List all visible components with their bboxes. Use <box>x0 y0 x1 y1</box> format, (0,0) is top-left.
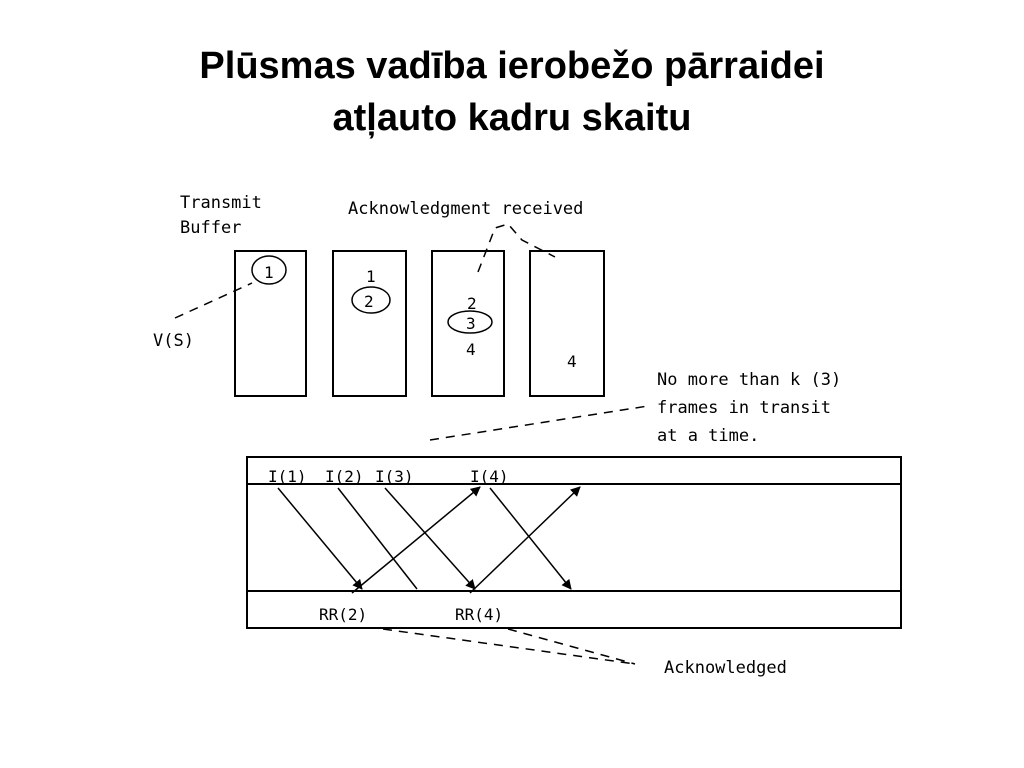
buffer-2-frame-2: 2 <box>364 292 374 311</box>
vs-label: V(S) <box>153 331 194 351</box>
ack-received-pointer-lines <box>477 223 556 273</box>
acknowledged-pointer-1 <box>382 628 636 665</box>
buffer-4-box <box>529 250 605 397</box>
timeline-box <box>246 456 902 629</box>
ack-arrow-rr4 <box>469 486 581 594</box>
sent-frame-i4: I(4) <box>470 467 509 486</box>
acknowledged-label: Acknowledged <box>664 658 787 678</box>
buffer-3-frame-4: 4 <box>466 340 476 359</box>
buffer-1-circle <box>251 255 287 285</box>
ack-arrow-rr2 <box>351 486 481 594</box>
buffer-3-box <box>431 250 505 397</box>
buffer-3-frame-2: 2 <box>467 294 477 313</box>
sent-frame-i1: I(1) <box>268 467 307 486</box>
buffer-2-circle <box>351 286 391 314</box>
buffer-4: 4 <box>529 250 605 397</box>
ack-label-rr4: RR(4) <box>455 605 503 624</box>
buffer-4-frame-4: 4 <box>567 352 577 371</box>
transit-note-line-3: at a time. <box>657 426 759 446</box>
transit-note-line-2: frames in transit <box>657 398 831 418</box>
ack-label-rr2: RR(2) <box>319 605 367 624</box>
buffer-2: 1 2 <box>332 250 407 397</box>
buffer-1-frame-1: 1 <box>264 263 274 282</box>
ack-received-label: Acknowledgment received <box>348 199 583 219</box>
sent-frame-i3: I(3) <box>375 467 414 486</box>
frame-arrow-i2 <box>337 487 418 590</box>
transit-note-line-1: No more than k (3) <box>657 370 841 390</box>
title-line-1: Plūsmas vadība ierobežo pārraidei <box>199 45 825 87</box>
transit-note-pointer <box>429 405 649 441</box>
buffer-1-box <box>234 250 307 397</box>
frame-arrow-i4 <box>489 487 572 590</box>
buffer-3-circle <box>447 310 493 334</box>
buffer-2-box <box>332 250 407 397</box>
acknowledged-pointer-2 <box>507 628 636 665</box>
frame-arrow-i3 <box>384 487 476 590</box>
transmit-buffer-label-2: Buffer <box>180 218 241 238</box>
transmit-buffer-label-1: Transmit <box>180 193 262 213</box>
frame-arrow-i1 <box>277 487 363 590</box>
slide-title: Plūsmas vadība ierobežo pārraidei atļaut… <box>0 40 1024 144</box>
buffer-3-frame-3: 3 <box>466 314 476 333</box>
buffer-1: 1 <box>234 250 307 397</box>
buffer-3: 2 3 4 <box>431 250 505 397</box>
sent-frame-i2: I(2) <box>325 467 364 486</box>
buffer-2-frame-1: 1 <box>366 267 376 286</box>
title-line-2: atļauto kadru skaitu <box>332 97 692 139</box>
vs-pointer-line <box>174 282 253 319</box>
